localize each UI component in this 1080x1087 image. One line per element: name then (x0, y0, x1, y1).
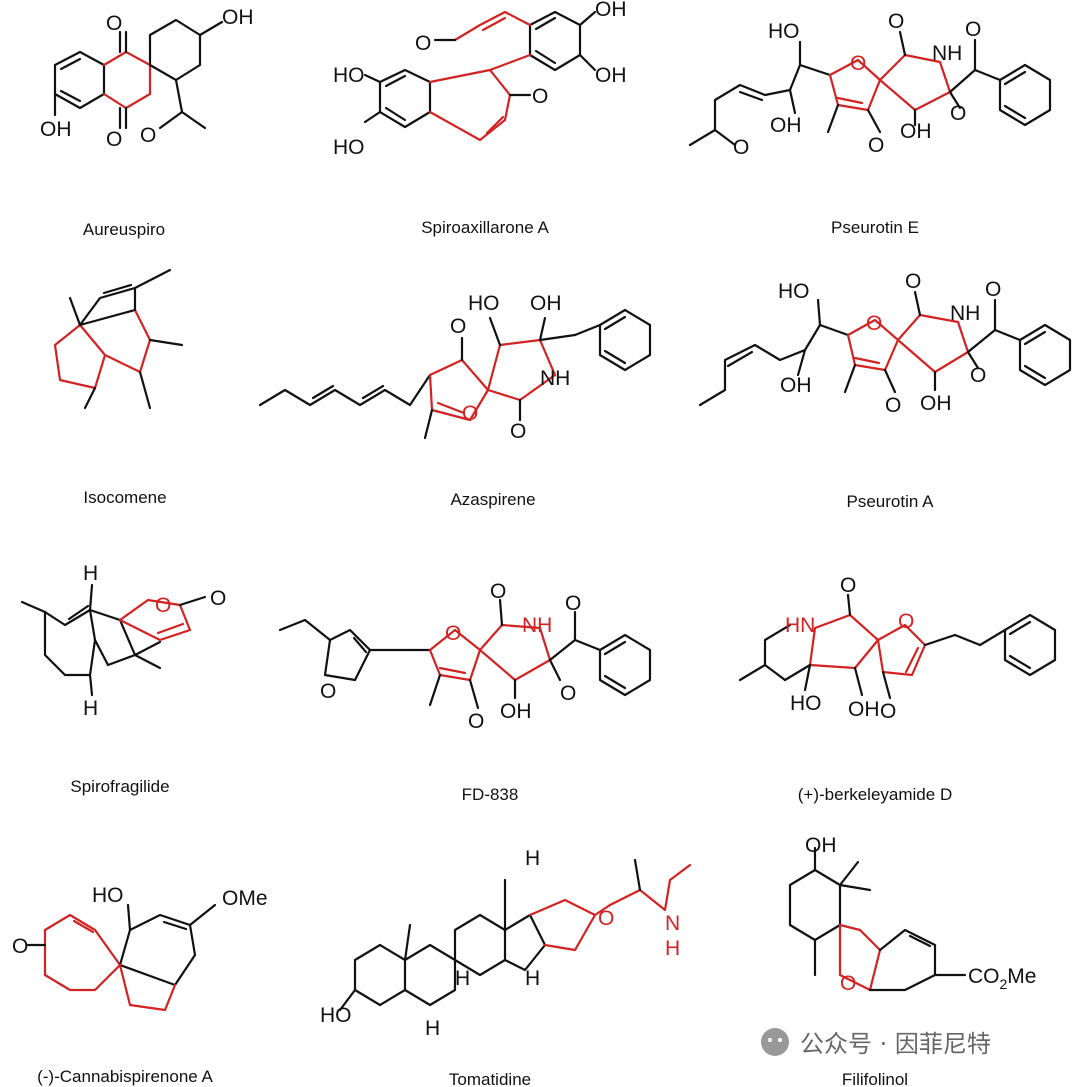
atom-o: O (885, 394, 901, 417)
atom-co2me: CO2Me (968, 965, 1036, 992)
atom-o: O (898, 610, 914, 633)
atom-o: O (155, 594, 171, 617)
atom-oh: OH (780, 374, 812, 397)
atom-oh: OH (900, 120, 932, 143)
structure-fd-838: O O O O NH OH O O FD-838 (278, 580, 652, 804)
atom-o: O (490, 580, 506, 603)
structure-pseurotin-e: HO OH O O O O NH OH O O Pseurotin E (688, 10, 1052, 237)
atom-n: N (665, 912, 680, 935)
atom-o: O (950, 102, 966, 125)
wechat-icon (761, 1028, 789, 1056)
atom-nh: NH (540, 367, 570, 390)
atom-h: H (525, 967, 540, 990)
compound-name: Spirofragilide (70, 777, 169, 796)
structure-berkeleyamide-d: HN O O HO OH O (+)-berkeleyamide D (738, 574, 1057, 804)
atom-o: O (965, 18, 981, 41)
compound-name: Pseurotin E (831, 218, 919, 237)
atom-h: H (83, 697, 98, 720)
compound-name: Tomatidine (449, 1070, 531, 1087)
watermark-text: 公众号 · 因菲尼特 (800, 1030, 991, 1058)
atom-h: H (665, 937, 680, 960)
atom-h: H (425, 1017, 440, 1040)
atom-o: O (905, 270, 921, 293)
atom-oh: OH (805, 834, 837, 857)
atom-o: O (320, 680, 336, 703)
atom-o: O (866, 312, 882, 335)
atom-o: O (840, 972, 856, 995)
atom-o: O (880, 700, 896, 723)
atom-h: H (83, 562, 98, 585)
atom-ho: HO (468, 292, 500, 315)
structure-isocomene: Isocomene (53, 268, 184, 507)
compound-name: Filifolinol (842, 1070, 908, 1087)
atom-o: O (985, 278, 1001, 301)
atom-oh: OH (770, 114, 802, 137)
compound-name: Aureuspiro (83, 220, 165, 239)
atom-o: O (510, 420, 526, 443)
atom-o: O (598, 907, 614, 930)
atom-nh: NH (522, 614, 552, 637)
atom-o: O (840, 574, 856, 597)
atom-o: O (106, 12, 122, 35)
atom-o: O (565, 592, 581, 615)
compound-name: Spiroaxillarone A (421, 218, 549, 237)
compound-name: (-)-Cannabispirenone A (37, 1067, 213, 1086)
atom-o: O (415, 32, 431, 55)
atom-nh: NH (932, 42, 962, 65)
atom-o: O (450, 315, 466, 338)
atom-o: O (560, 682, 576, 705)
structure-cannabispirenone-a: O HO OMe (-)-Cannabispirenone A (12, 884, 268, 1086)
atom-ho: HO (768, 20, 800, 43)
atom-hn: HN (785, 614, 815, 637)
atom-ome: OMe (222, 887, 268, 910)
structure-spirofragilide: H H O O Spirofragilide (20, 562, 226, 796)
atom-ho: HO (790, 692, 822, 715)
structure-pseurotin-a: HO OH O O O NH OH O O Pseurotin A (698, 270, 1072, 511)
atom-o: O (445, 622, 461, 645)
atom-ho: HO (320, 1004, 352, 1027)
atom-o: O (210, 587, 226, 610)
compound-name: (+)-berkeleyamide D (798, 785, 952, 804)
atom-ho: HO (333, 136, 365, 159)
compound-name: FD-838 (462, 785, 519, 804)
atom-oh: OH (848, 698, 880, 721)
atom-oh: OH (40, 118, 72, 141)
atom-h: H (455, 967, 470, 990)
atom-o: O (140, 124, 156, 147)
atom-oh: OH (500, 700, 532, 723)
atom-o: O (12, 935, 28, 958)
structure-tomatidine: HO H H H H O N H Tomatidine (320, 847, 692, 1087)
atom-ho: HO (333, 64, 365, 87)
atom-nh: NH (950, 302, 980, 325)
atom-oh: OH (920, 392, 952, 415)
atom-o: O (106, 128, 122, 151)
watermark: 公众号 · 因菲尼特 (761, 1028, 991, 1058)
atom-ho: HO (778, 280, 810, 303)
atom-o: O (462, 402, 478, 425)
atom-h: H (525, 847, 540, 870)
atom-oh: OH (595, 0, 627, 21)
atom-o: O (532, 85, 548, 108)
compound-name: Azaspirene (450, 490, 535, 509)
atom-oh: OH (222, 6, 254, 29)
atom-o: O (970, 364, 986, 387)
compound-name: Pseurotin A (847, 492, 935, 511)
structure-spiroaxillarone-a: O OH OH O HO HO Spiroaxillarone A (333, 0, 627, 237)
structure-filifolinol: OH O CO2Me Filifolinol (788, 834, 1036, 1087)
atom-o: O (733, 136, 749, 159)
atom-oh: OH (530, 292, 562, 315)
atom-o: O (888, 10, 904, 33)
atom-oh: OH (595, 64, 627, 87)
structure-azaspirene: O O HO OH NH O Azaspirene (258, 292, 652, 509)
atom-o: O (850, 52, 866, 75)
compound-name: Isocomene (83, 488, 166, 507)
atom-o: O (468, 710, 484, 733)
atom-o: O (868, 134, 884, 157)
structure-aureuspiro: O O OH OH O Aureuspiro (40, 6, 254, 239)
atom-ho: HO (92, 884, 124, 907)
